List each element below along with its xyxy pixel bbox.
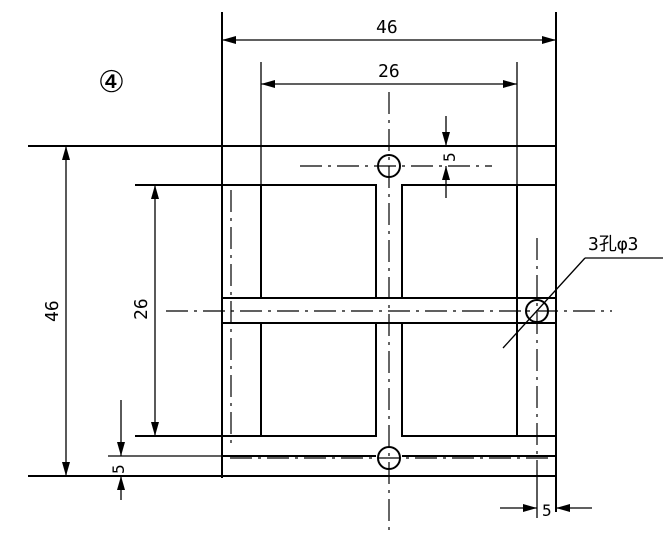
center-lines — [166, 92, 612, 535]
dim-bottom-margin-label: 5 — [109, 464, 128, 474]
dim-outer-width-label: 46 — [376, 17, 398, 38]
figure-label: ④ — [98, 65, 125, 100]
dim-right-margin — [500, 470, 592, 518]
dim-outer-width — [222, 36, 556, 44]
dim-top-slot — [442, 116, 450, 198]
hole-bottom — [377, 446, 401, 470]
hole-top — [377, 154, 401, 178]
hole-note: 3孔φ3 — [588, 234, 639, 255]
dim-bottom-margin — [108, 400, 222, 500]
holes — [377, 154, 549, 470]
hole-leader — [502, 257, 663, 349]
dim-inner-height — [151, 185, 159, 436]
dim-inner-width — [260, 62, 518, 185]
hole-right — [525, 299, 549, 323]
dim-right-margin-label: 5 — [542, 501, 552, 520]
dim-outer-height-label: 46 — [42, 300, 63, 322]
dim-outer-height — [62, 146, 70, 476]
dim-top-slot-label: 5 — [440, 152, 459, 162]
dim-inner-width-label: 26 — [378, 61, 400, 82]
dim-inner-height-label: 26 — [131, 298, 152, 320]
